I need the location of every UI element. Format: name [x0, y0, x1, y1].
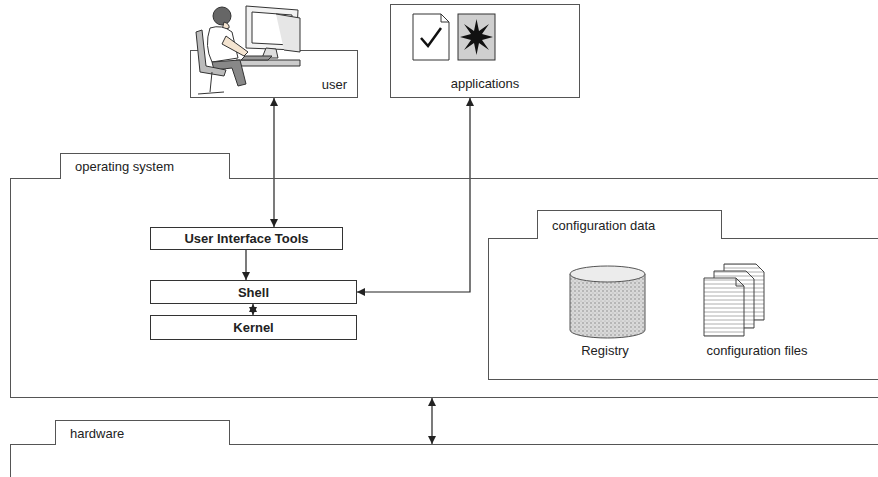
chair: [196, 30, 226, 76]
label-text: configuration files: [672, 343, 842, 358]
image-icon: [458, 14, 495, 60]
label-text: Kernel: [233, 320, 273, 335]
layer-box: Kernel: [150, 315, 357, 340]
document-icon: [413, 14, 449, 60]
page-fold: [441, 14, 449, 22]
cylinder-top: [570, 266, 645, 282]
star-burst: [460, 19, 493, 55]
label-text: user: [322, 77, 347, 92]
band-frame: [488, 238, 878, 380]
desk: [236, 60, 300, 66]
database-icon: Registry: [550, 262, 660, 362]
band-tab: operating system: [60, 153, 230, 179]
band-frame: [10, 444, 878, 477]
connector-arrow: [273, 98, 274, 227]
connector-arrow: [431, 398, 432, 444]
chair-base: [198, 92, 224, 94]
chair-post: [210, 72, 212, 92]
label-text: operating system: [75, 159, 174, 174]
arm: [222, 36, 248, 56]
cylinder-body: [570, 274, 645, 338]
second-monitor: [276, 14, 300, 52]
connector-arrow: [245, 250, 246, 280]
label-text: Shell: [238, 285, 269, 300]
border-segment: [300, 50, 358, 51]
files-icon: configuration files: [672, 262, 842, 362]
hardware-band: hardware: [10, 420, 878, 477]
page-fold: [736, 278, 744, 286]
config-group: configuration dataRegistry configuration …: [488, 210, 878, 380]
cylinder: [550, 262, 660, 342]
band-tab: hardware: [55, 420, 230, 445]
head: [213, 7, 231, 25]
connector-arrow: [252, 304, 253, 315]
application-icons: [413, 14, 495, 60]
actor-box: user: [190, 50, 358, 98]
layer-box: Shell: [150, 280, 357, 304]
keyboard: [241, 56, 272, 60]
page: [704, 278, 744, 336]
label-text: hardware: [70, 426, 124, 441]
layer-box: User Interface Tools: [150, 227, 343, 250]
application-box: applications: [390, 4, 580, 98]
label-text: Registry: [550, 343, 660, 358]
person-at-computer: [196, 6, 300, 94]
system-band: operating systemUser Interface ToolsShel…: [10, 153, 878, 398]
file-stack: [672, 262, 842, 342]
check-mark: [421, 28, 441, 46]
label-text: User Interface Tools: [184, 231, 308, 246]
connector-arrow: [357, 98, 470, 292]
label-text: applications: [451, 76, 520, 91]
band-tab: configuration data: [537, 210, 722, 239]
label-text: configuration data: [552, 218, 655, 233]
